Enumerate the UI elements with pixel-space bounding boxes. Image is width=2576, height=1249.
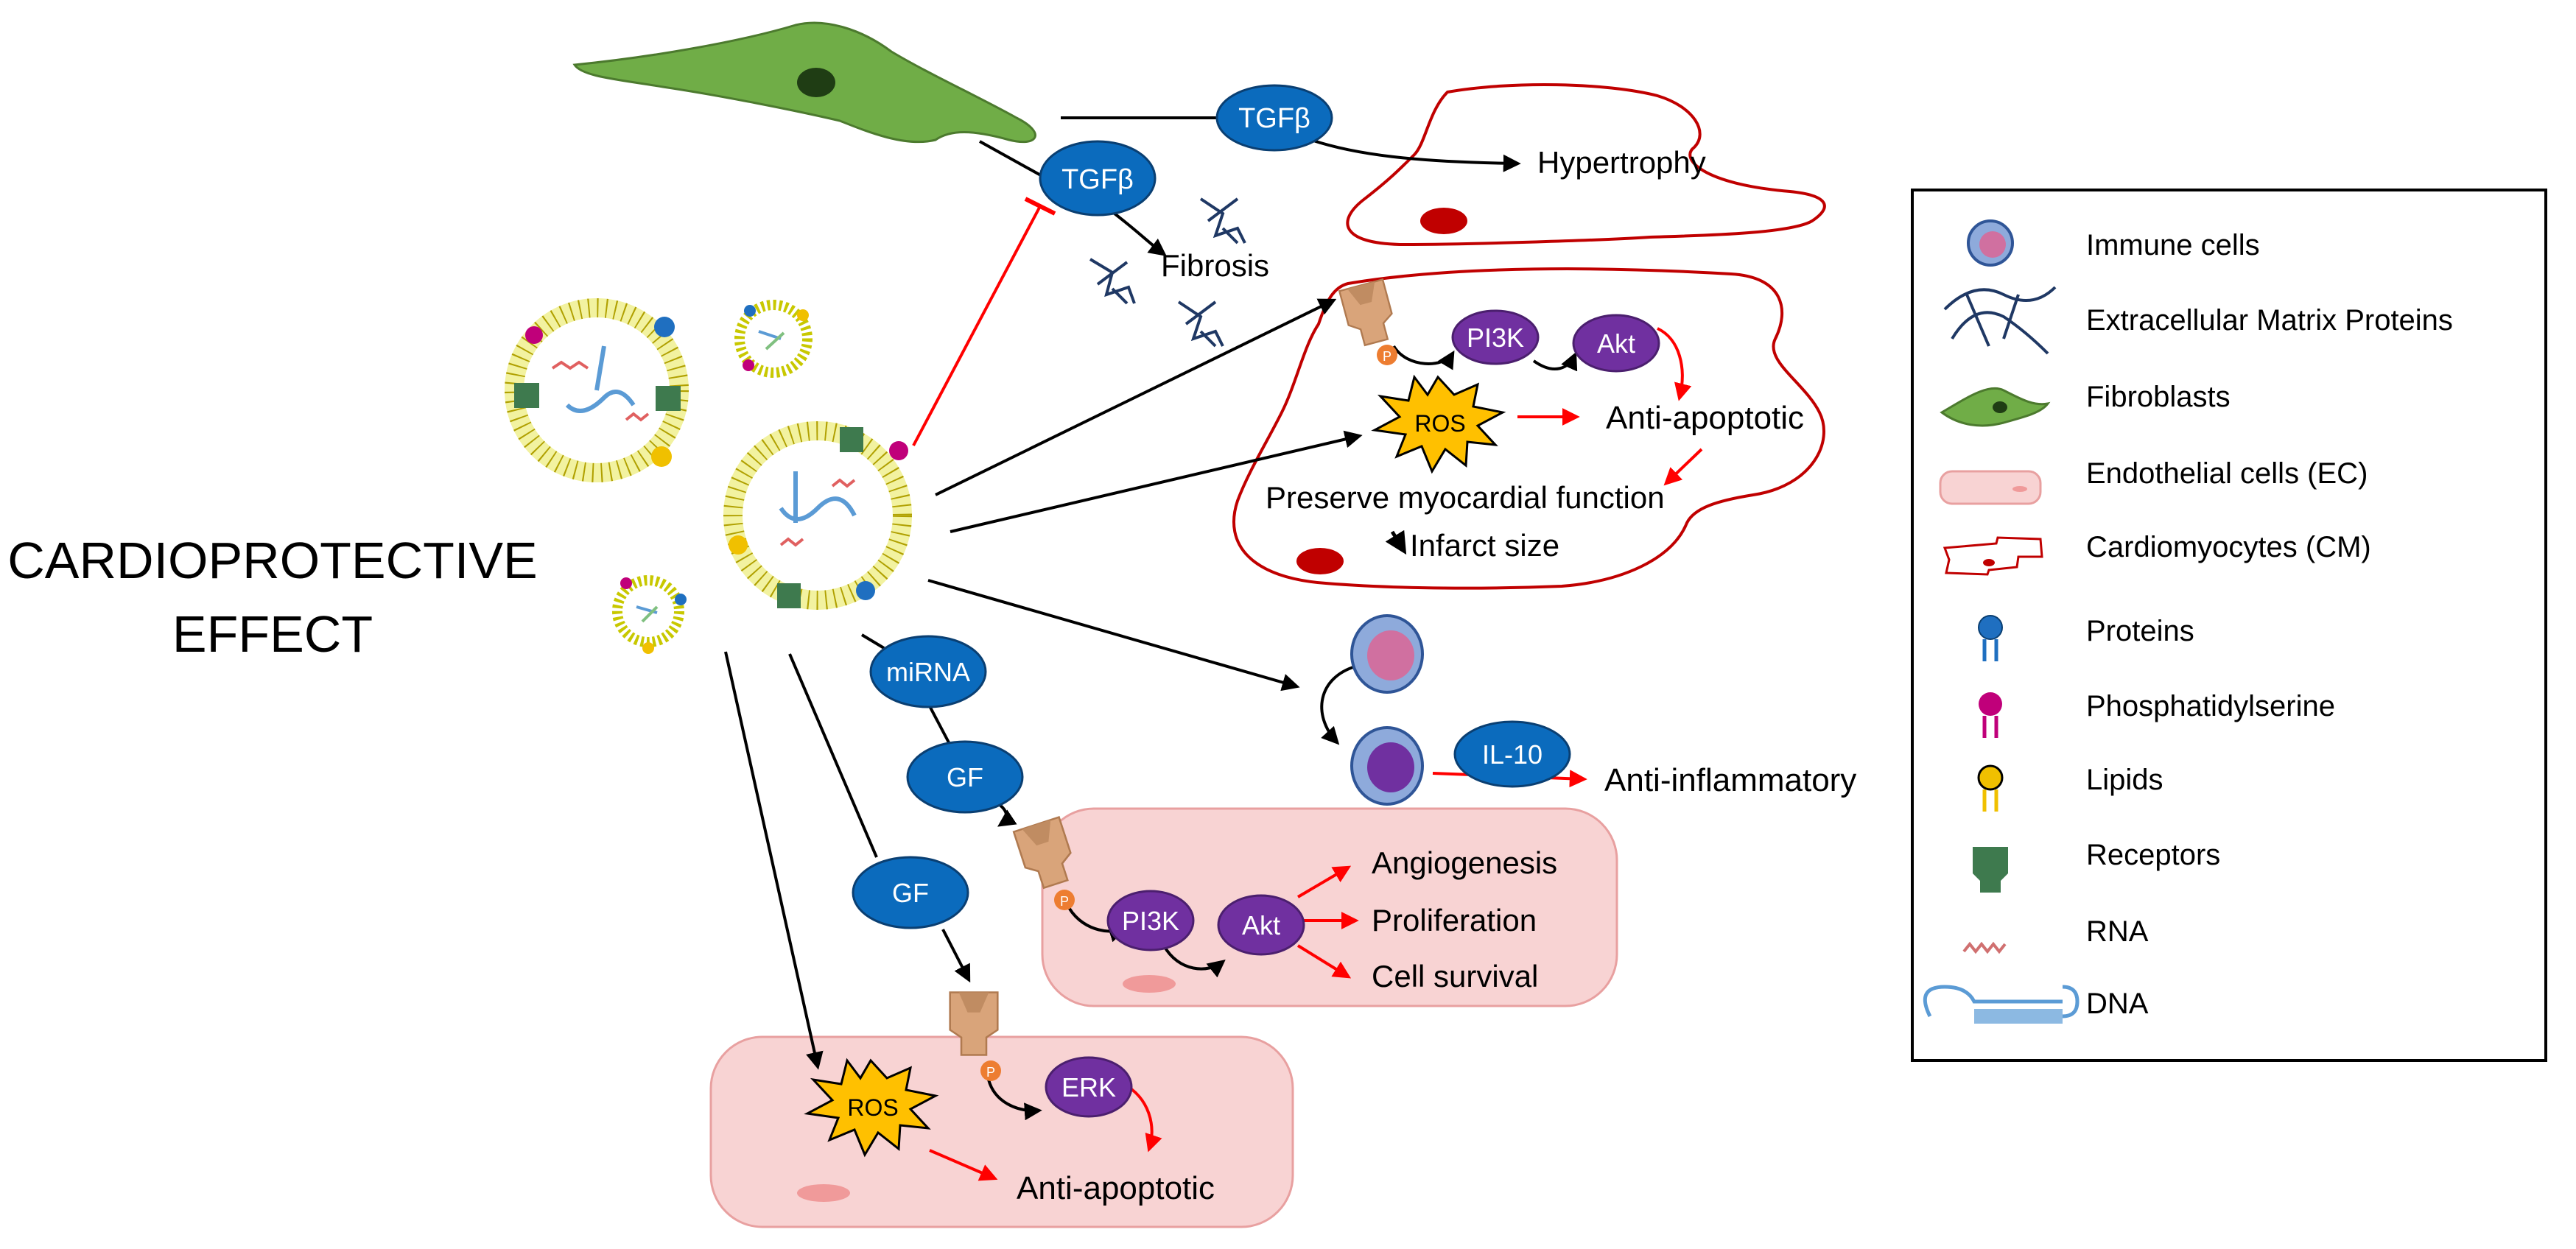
legend-label-fibroblasts: Fibroblasts: [2086, 381, 2231, 413]
tgfb-top-label: TGFβ: [1238, 103, 1310, 134]
legend-label-phosphatidylserine: Phosphatidylserine: [2086, 690, 2335, 722]
immune-cell-legend-icon: [1967, 219, 2014, 267]
legend-label-cardiomyocytes: Cardiomyocytes (CM): [2086, 531, 2371, 563]
vesicle-small-bottom: [612, 575, 687, 654]
fibrosis-label: Fibrosis: [1161, 248, 1269, 283]
fibroblast-cell: [572, 21, 1036, 144]
infarct-size-label: Infarct size: [1410, 528, 1559, 563]
vesicle-large-left: [505, 298, 689, 482]
fibroblast-legend-icon: [1940, 387, 2051, 427]
mirna-label: miRNA: [886, 657, 970, 687]
immune-cell-lower: [1350, 726, 1424, 806]
pi3k-cm-label: PI3K: [1467, 323, 1524, 353]
gf-upper-label: GF: [947, 762, 983, 792]
cm-phospho-label: P: [1383, 349, 1391, 364]
extracellular-matrix-legend-icon: [1943, 286, 2057, 355]
ros-cm-label: ROS: [1414, 410, 1465, 437]
pi3k-cm-node: PI3K: [1451, 309, 1540, 365]
erk-label: ERK: [1061, 1072, 1116, 1102]
hypertrophy-label: Hypertrophy: [1537, 145, 1706, 180]
legend: Immune cells Extracellular Matrix Protei…: [1911, 189, 2547, 1062]
akt-cm-node: Akt: [1572, 314, 1660, 373]
ec-lower-phospho-label: P: [986, 1065, 995, 1080]
legend-label-rna: RNA: [2086, 915, 2149, 948]
vesicle-small-top: [734, 300, 813, 378]
legend-label-proteins: Proteins: [2086, 615, 2194, 647]
ros-ec-burst: ROS: [804, 1058, 939, 1158]
ec-upper-phospho: P: [1054, 890, 1075, 910]
cell-survival-label: Cell survival: [1372, 959, 1538, 993]
ec-upper-phospho-label: P: [1060, 894, 1069, 909]
diagram-title-line2: EFFECT: [172, 605, 373, 663]
il10-label: IL-10: [1482, 739, 1543, 770]
akt-ec-label: Akt: [1242, 910, 1280, 940]
angiogenesis-label: Angiogenesis: [1372, 845, 1557, 880]
ros-cm-burst: ROS: [1371, 374, 1506, 474]
cardiomyocyte-legend-icon: [1942, 536, 2043, 576]
diagram-title-line1: CARDIOPROTECTIVE: [7, 532, 538, 589]
mirna-node: miRNA: [869, 635, 987, 708]
endothelial-cell-upper: [1041, 807, 1618, 1007]
lipid-legend-icon: [1977, 764, 2004, 812]
legend-label-ecm: Extracellular Matrix Proteins: [2086, 304, 2453, 337]
rna-legend-icon: [1962, 941, 2007, 954]
vesicle-large-center: [723, 421, 912, 610]
protein-legend-icon: [1978, 615, 2003, 661]
ros-ec-label: ROS: [847, 1094, 898, 1121]
legend-label-lipids: Lipids: [2086, 764, 2163, 796]
ec-lower-phospho: P: [980, 1060, 1001, 1081]
akt-cm-label: Akt: [1597, 328, 1635, 359]
proliferation-label: Proliferation: [1372, 903, 1537, 937]
il10-node: IL-10: [1453, 720, 1571, 788]
legend-label-endothelial: Endothelial cells (EC): [2086, 457, 2368, 490]
phosphatidylserine-legend-icon: [1979, 692, 2002, 738]
anti-apoptotic-ec-label: Anti-apoptotic: [1017, 1170, 1215, 1206]
tgfb-mid-node: TGFβ: [1039, 140, 1157, 217]
cardiomyocyte-hypertrophy: [1346, 83, 1826, 247]
tgfb-mid-label: TGFβ: [1061, 164, 1134, 195]
legend-label-dna: DNA: [2086, 988, 2149, 1020]
anti-inflammatory-label: Anti-inflammatory: [1604, 762, 1856, 798]
tgfb-top-node: TGFβ: [1215, 84, 1333, 152]
pi3k-ec-label: PI3K: [1122, 906, 1179, 936]
receptor-legend-icon: [1973, 847, 2008, 893]
legend-label-immune-cells: Immune cells: [2086, 229, 2260, 261]
gf-lower-label: GF: [892, 878, 929, 908]
cm-phospho: P: [1377, 345, 1397, 365]
akt-ec-node: Akt: [1217, 894, 1305, 956]
immune-cell-upper: [1350, 614, 1424, 694]
extracellular-matrix-proteins: [1089, 197, 1246, 348]
legend-label-receptors: Receptors: [2086, 839, 2220, 871]
dna-legend-icon: [1923, 985, 2080, 1024]
pi3k-ec-node: PI3K: [1106, 890, 1195, 951]
gf-upper-node: GF: [906, 740, 1024, 814]
preserve-function-label: Preserve myocardial function: [1266, 480, 1665, 515]
anti-apoptotic-cm-label: Anti-apoptotic: [1606, 400, 1804, 436]
endothelial-cell-legend-icon: [1939, 470, 2042, 505]
gf-lower-node: GF: [852, 856, 969, 929]
erk-node: ERK: [1045, 1056, 1133, 1118]
